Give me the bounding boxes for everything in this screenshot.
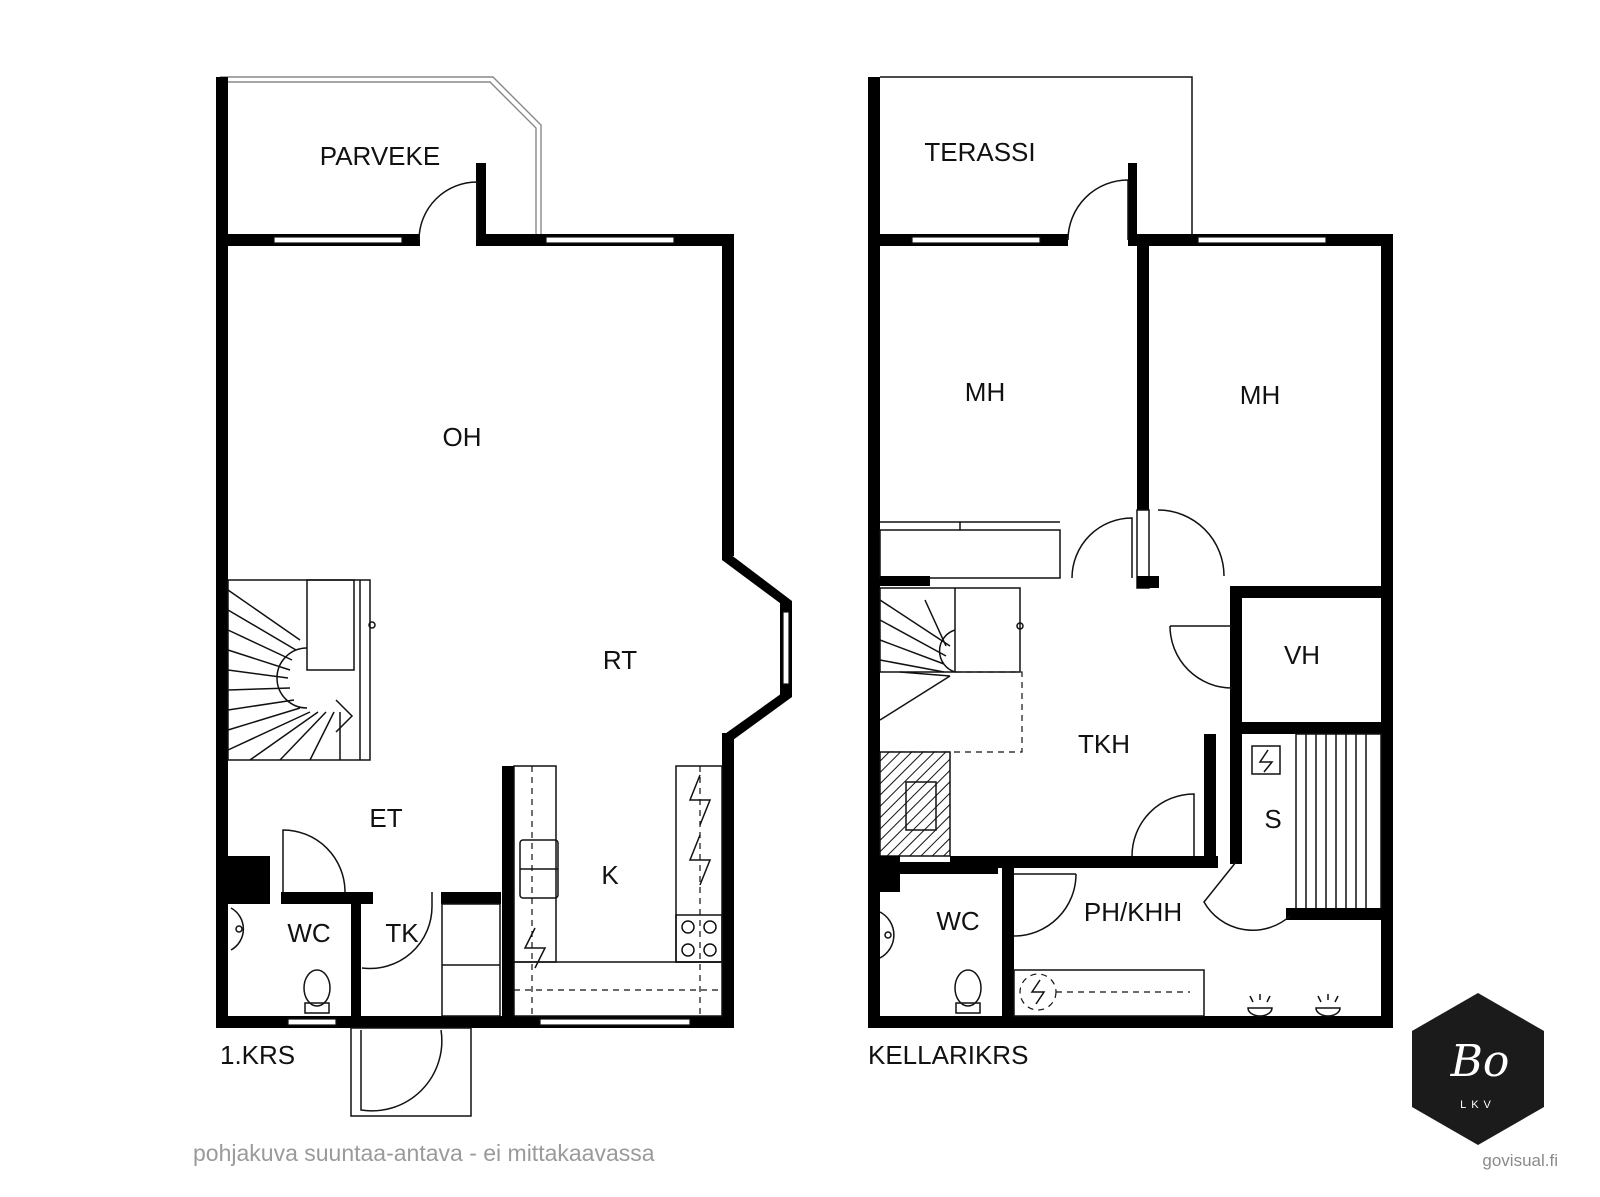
logo-sub: LKV <box>1460 1099 1496 1111</box>
staircase-basement <box>879 587 1024 753</box>
room-label-mh-right: MH <box>1240 380 1280 410</box>
bo-lkv-logo: Bo LKV <box>1412 993 1544 1145</box>
room-label-wc-basement: WC <box>936 906 979 936</box>
room-label-k: K <box>601 860 619 890</box>
room-label-terassi: TERASSI <box>924 137 1035 167</box>
room-label-s: S <box>1264 804 1281 834</box>
room-label-wc: WC <box>287 918 330 948</box>
room-label-oh: OH <box>443 422 482 452</box>
room-label-parveke: PARVEKE <box>320 141 440 171</box>
floor-1-plan: PARVEKE OH RT ET K WC TK 1.KRS <box>216 76 792 1117</box>
kitchen-counters <box>513 765 723 1017</box>
terrace-outline <box>880 76 1193 240</box>
floor-label-1krs: 1.KRS <box>220 1040 295 1070</box>
room-label-tkh: TKH <box>1078 729 1130 759</box>
disclaimer-text: pohjakuva suuntaa-antava - ei mittakaava… <box>193 1140 655 1166</box>
staircase-1 <box>227 579 376 761</box>
logo-monogram: Bo <box>1450 1036 1510 1087</box>
basement-wall-bottom <box>868 1016 1393 1028</box>
sauna-benches <box>1295 733 1382 913</box>
room-label-mh-left: MH <box>965 377 1005 407</box>
basement-plan: TERASSI MH MH VH TKH S WC PH/KHH KELLARI… <box>868 76 1393 1070</box>
room-label-et: ET <box>369 803 402 833</box>
basement-wall-left <box>868 234 880 1028</box>
wall-left <box>216 234 228 1028</box>
room-label-tk: TK <box>385 918 419 948</box>
room-label-ph-khh: PH/KHH <box>1084 897 1182 927</box>
credit-text: govisual.fi <box>1482 1151 1558 1170</box>
fireplace <box>879 751 951 857</box>
room-label-rt: RT <box>603 645 637 675</box>
balcony-outline <box>220 76 542 234</box>
room-label-vh: VH <box>1284 640 1320 670</box>
floor-label-kellarikrs: KELLARIKRS <box>868 1040 1028 1070</box>
